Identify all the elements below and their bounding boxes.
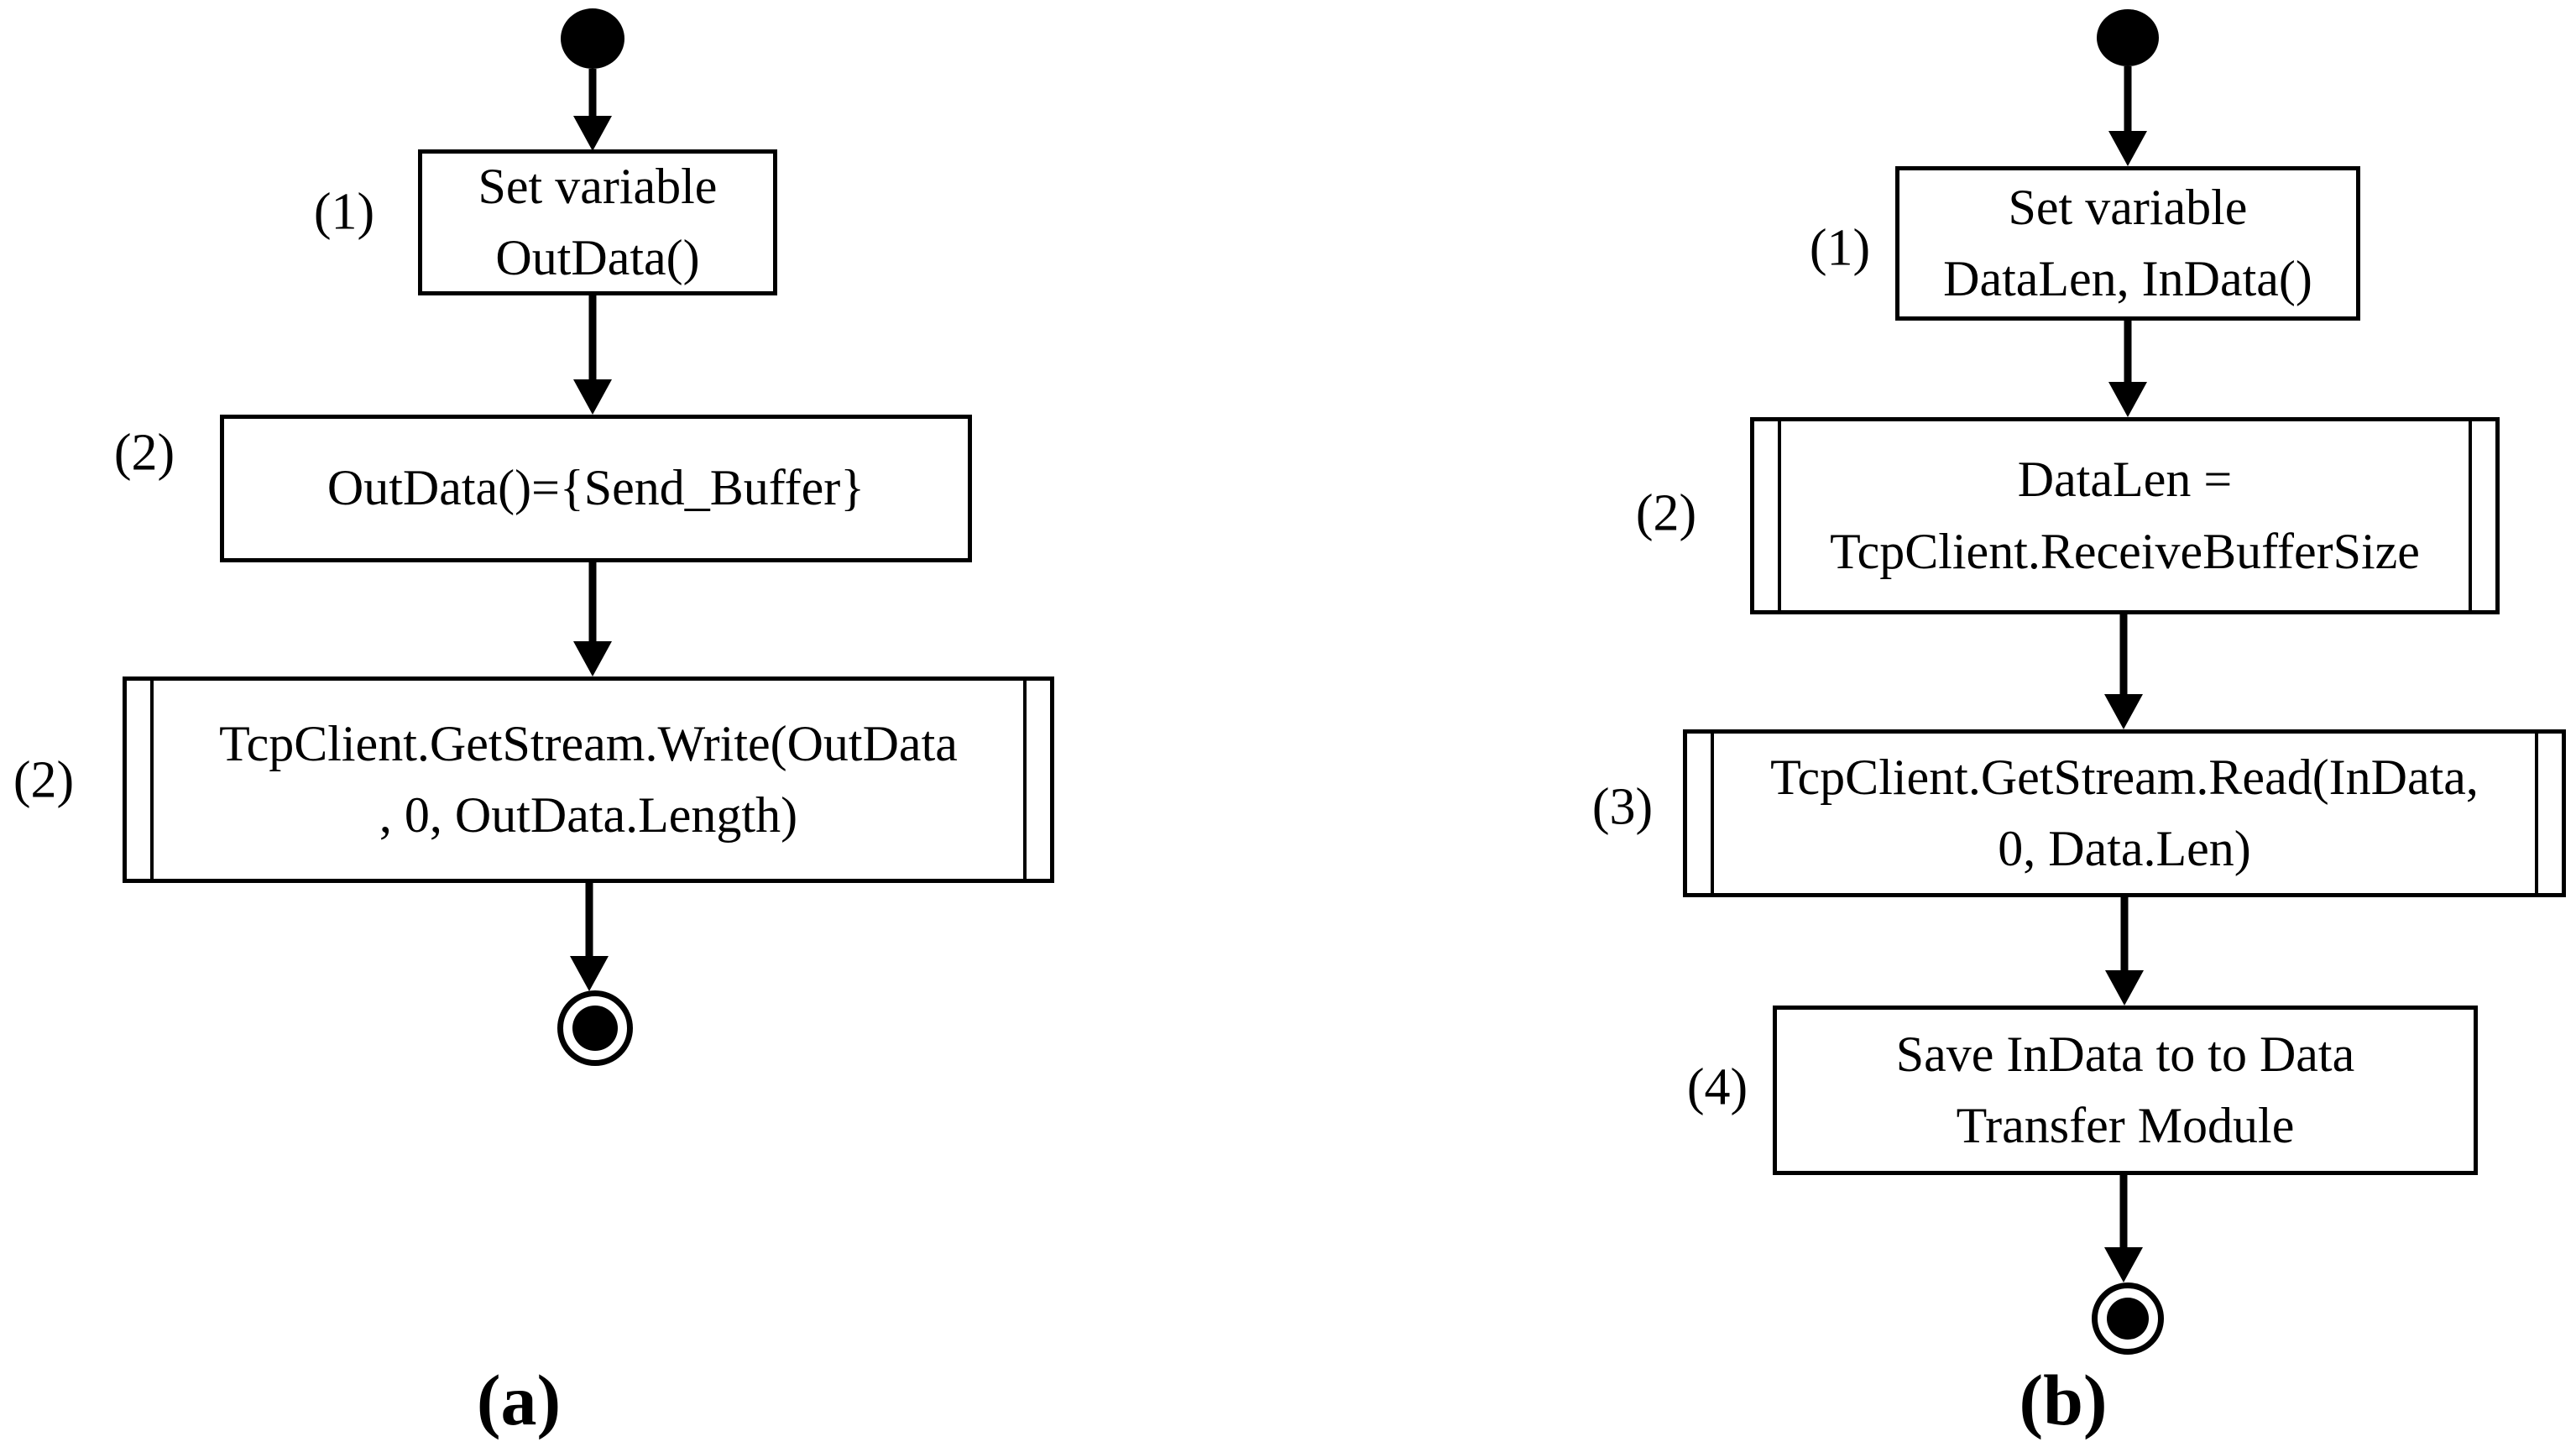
arrow-stem [2119, 1175, 2128, 1254]
arrow-down-icon [2104, 694, 2143, 729]
activity-box: Set variable DataLen, InData() [1895, 166, 2360, 321]
flow-arrow [573, 562, 612, 676]
arrow-stem [588, 69, 597, 123]
arrow-down-icon [2108, 131, 2147, 166]
flow-arrow [573, 295, 612, 415]
final-node [2092, 1282, 2164, 1355]
arrow-down-icon [573, 379, 612, 415]
arrow-stem [2124, 66, 2132, 138]
panel-caption: (a) [476, 1360, 562, 1440]
arrow-down-icon [2104, 1247, 2143, 1282]
arrow-stem [588, 295, 597, 386]
arrow-down-icon [2108, 382, 2147, 417]
arrow-stem [2120, 897, 2129, 977]
flow-arrow [2108, 66, 2147, 166]
subprocess-box: TcpClient.GetStream.Write(OutData , 0, O… [123, 676, 1054, 883]
flow-arrow [2104, 1175, 2143, 1282]
final-node-dot [2107, 1298, 2149, 1340]
activity-box: OutData()={Send_Buffer} [220, 415, 972, 562]
flow-arrow [2104, 614, 2143, 729]
arrow-down-icon [2105, 970, 2144, 1006]
arrow-down-icon [570, 956, 609, 991]
flow-arrow [2105, 897, 2144, 1006]
final-node [557, 990, 633, 1066]
subprocess-box-text: DataLen = TcpClient.ReceiveBufferSize [1830, 452, 2420, 579]
activity-box-text: Save InData to to Data Transfer Module [1895, 1026, 2355, 1153]
panel-caption: (b) [2019, 1360, 2108, 1440]
arrow-down-icon [573, 116, 612, 151]
flow-arrow [2108, 321, 2147, 417]
flow-arrow [573, 69, 612, 151]
subprocess-box-text: TcpClient.GetStream.Write(OutData , 0, O… [219, 715, 958, 843]
flow-arrow [570, 883, 609, 991]
arrow-stem [585, 883, 593, 963]
subprocess-box-text: TcpClient.GetStream.Read(InData, 0, Data… [1770, 749, 2479, 876]
arrow-stem [588, 562, 597, 648]
arrow-stem [2124, 321, 2132, 389]
step-label: (1) [313, 183, 375, 241]
subprocess-box: TcpClient.GetStream.Read(InData, 0, Data… [1683, 729, 2566, 897]
arrow-down-icon [573, 641, 612, 676]
step-label: (4) [1686, 1058, 1748, 1116]
step-label: (3) [1591, 778, 1654, 836]
final-node-dot [572, 1006, 618, 1051]
arrow-stem [2119, 614, 2128, 701]
activity-box-text: OutData()={Send_Buffer} [327, 460, 865, 516]
subprocess-box: DataLen = TcpClient.ReceiveBufferSize [1750, 417, 2500, 614]
step-label: (2) [113, 424, 175, 482]
step-label: (2) [1635, 484, 1697, 542]
step-label: (1) [1809, 219, 1871, 277]
initial-node [561, 8, 624, 69]
initial-node [2097, 9, 2159, 66]
step-label: (2) [13, 751, 75, 809]
activity-box: Set variable OutData() [418, 149, 777, 295]
activity-box-text: Set variable DataLen, InData() [1943, 179, 2312, 306]
activity-box: Save InData to to Data Transfer Module [1773, 1006, 2478, 1175]
activity-box-text: Set variable OutData() [478, 158, 718, 285]
